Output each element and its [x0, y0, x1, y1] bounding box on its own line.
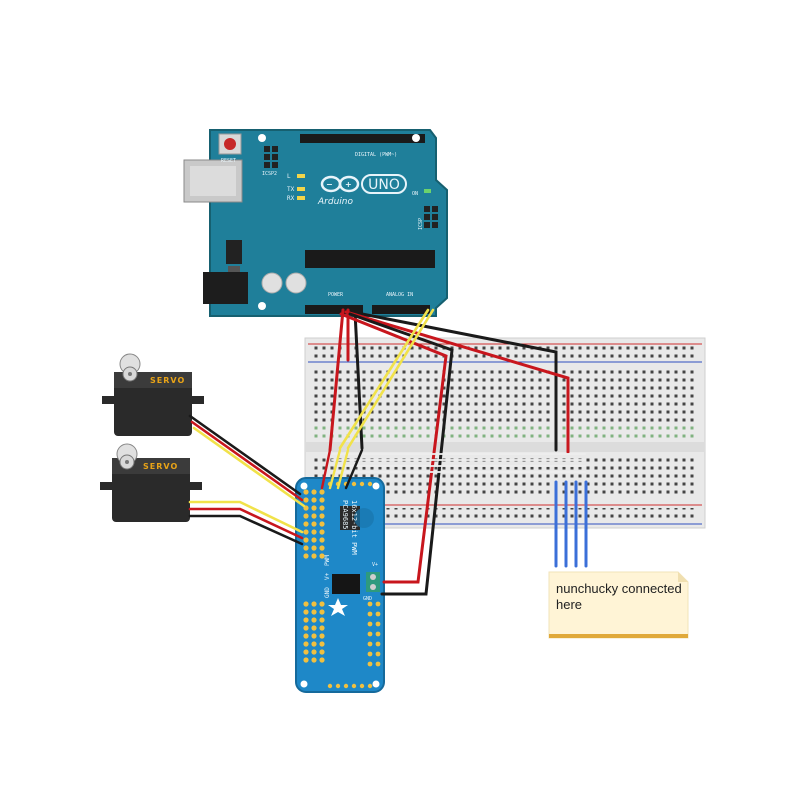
led-rx-label: RX — [287, 195, 295, 202]
svg-text:−: − — [326, 180, 333, 189]
servo-1-label: SERVO — [150, 376, 185, 385]
pin-vplus-label: V+ — [324, 572, 331, 580]
pwm-title-2: 16x12-bit PWM — [350, 500, 358, 555]
analog-label: ANALOG IN — [386, 292, 413, 298]
pin-pwm-label: PWM — [324, 555, 331, 566]
power-terminal — [366, 572, 380, 592]
upper-terminal-strip — [312, 368, 696, 424]
icsp2-label: ICSP2 — [262, 171, 277, 177]
led-on-label: ON — [412, 191, 418, 197]
servo-motor-1: SERVO — [102, 353, 204, 436]
pwm-right-pins — [367, 601, 381, 667]
pwm-left-pins — [303, 489, 325, 663]
servo2-signal-wire — [188, 500, 304, 534]
pca9685-chip — [340, 506, 360, 530]
digital-header — [300, 134, 425, 143]
note-line-2: here — [556, 597, 582, 612]
svg-text:+: + — [345, 180, 352, 189]
power-header — [305, 305, 363, 314]
servo2-gnd-wire — [188, 514, 304, 546]
icsp-label: ICSP — [418, 218, 424, 230]
wire-scl — [346, 308, 435, 450]
servo-2-label: SERVO — [143, 462, 178, 471]
wire-5v-to-pwm — [328, 308, 345, 452]
wire-gnd-to-nunchuck — [350, 310, 558, 452]
icsp2-header — [264, 146, 278, 168]
reset-label: RESET — [221, 158, 236, 164]
breadboard — [304, 337, 706, 529]
note-line-1: nunchucky connected — [556, 581, 682, 596]
capacitor-block — [332, 574, 360, 594]
digital-label: DIGITAL (PWM~) — [355, 152, 397, 158]
nunchuck-note: nunchucky connected here — [548, 571, 689, 639]
arduino-logo — [320, 175, 360, 193]
pin-gnd-label: GND — [324, 587, 331, 598]
led-l-label: L — [287, 173, 291, 180]
analog-header — [372, 305, 430, 314]
terminal-vplus-label: V+ — [372, 562, 378, 568]
terminal-gnd-label: GND — [363, 596, 372, 602]
pca9685-pwm-board: PCA9685 16x12-bit PWM PWM V+ GND GND V+ — [295, 477, 385, 693]
model-label: UNO — [368, 177, 400, 193]
brand-label: Arduino — [317, 197, 353, 207]
uno-badge — [361, 174, 407, 194]
icsp-header — [424, 206, 438, 228]
power-label: POWER — [328, 292, 344, 298]
wires — [188, 308, 588, 596]
atmega-chip — [305, 250, 435, 268]
wire-vplus-to-terminal — [339, 312, 448, 584]
wire-vcc-to-nunchuck — [344, 310, 570, 454]
bottom-power-rail — [312, 508, 696, 522]
wire-sda — [338, 308, 430, 450]
servo1-signal-wire — [192, 426, 306, 508]
servo-motor-2: SERVO — [100, 443, 202, 522]
servo2-vcc-wire — [188, 507, 304, 540]
led-tx-label: TX — [287, 186, 295, 193]
pwm-title-1: PCA9685 — [341, 500, 349, 530]
dc-jack — [203, 272, 248, 304]
star-logo-icon — [328, 598, 348, 616]
servo1-vcc-wire — [190, 420, 304, 502]
arduino-uno-board: RESET ICSP2 DIGITAL (PWM~) L TX RX − + U… — [183, 129, 448, 317]
servo1-gnd-wire — [188, 414, 302, 496]
